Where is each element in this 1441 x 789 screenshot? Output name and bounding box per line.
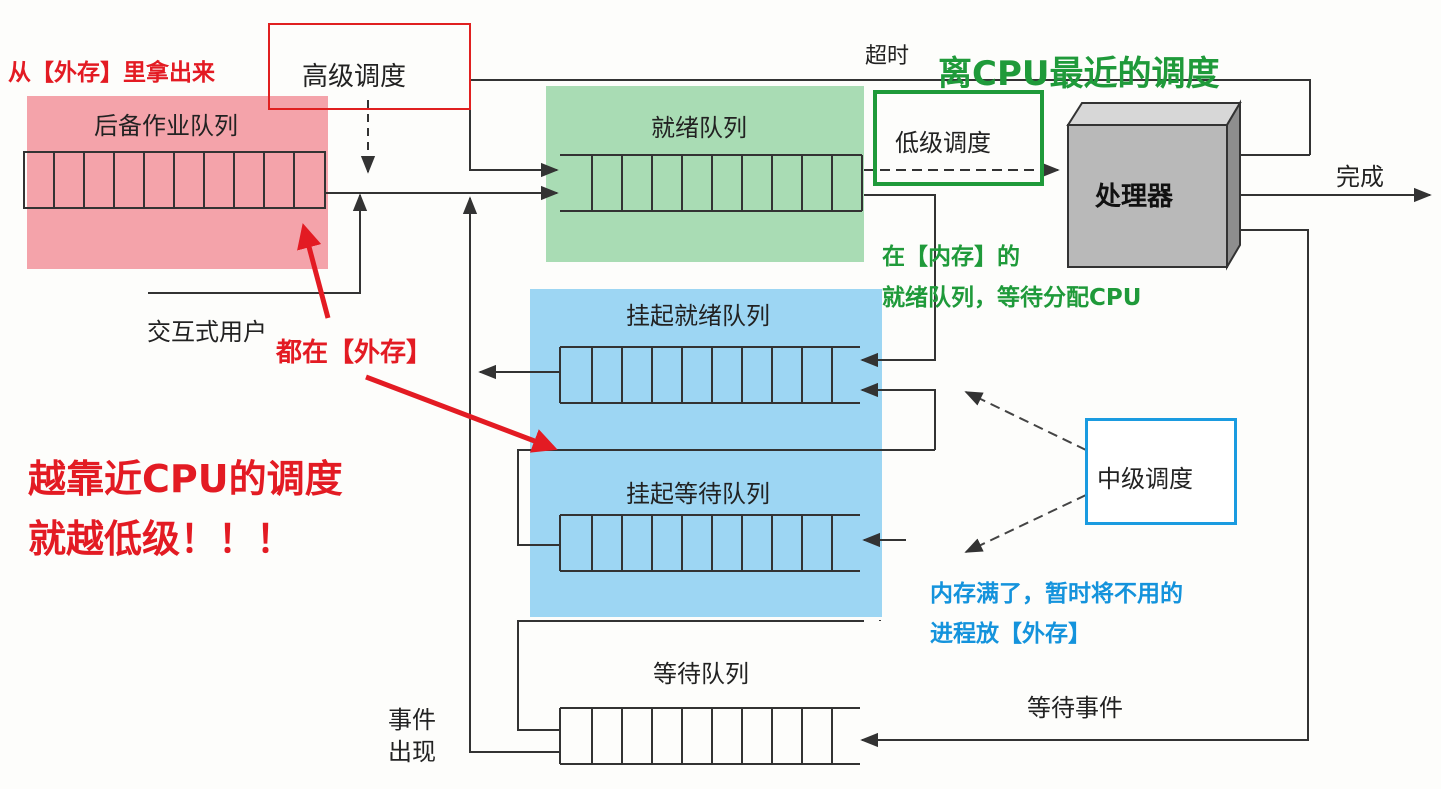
wait-queue-label: 等待队列 (653, 660, 749, 688)
backup-queue-boxes (23, 151, 326, 209)
note-in-memory-2: 就绪队列，等待分配CPU (882, 285, 1142, 311)
high-level-label: 高级调度 (302, 62, 407, 92)
done-label: 完成 (1336, 163, 1384, 191)
suspended-ready-queue-boxes (559, 346, 860, 404)
note-closer-cpu-1: 越靠近CPU的调度 (28, 457, 343, 501)
timeout-label: 超时 (865, 44, 910, 69)
note-from-external: 从【外存】里拿出来 (8, 60, 215, 86)
low-level-label: 低级调度 (895, 129, 991, 157)
processor-box (1066, 99, 1242, 271)
interactive-user-label: 交互式用户 (147, 318, 267, 346)
note-all-external: 都在【外存】 (276, 338, 433, 368)
suspended-region (530, 289, 882, 617)
ready-queue-label: 就绪队列 (651, 114, 747, 142)
note-mem-full-1: 内存满了，暂时将不用的 (930, 581, 1183, 607)
wait-queue-boxes (559, 707, 860, 765)
mid-level-box (1085, 418, 1237, 525)
backup-queue-region (27, 96, 328, 269)
event-occur-label-2: 出现 (388, 738, 436, 766)
note-mem-full-2: 进程放【外存】 (930, 621, 1091, 647)
ready-queue-region (546, 86, 864, 262)
mid-level-label: 中级调度 (1097, 465, 1193, 493)
suspended-ready-label: 挂起就绪队列 (626, 302, 770, 330)
note-nearest-cpu: 离CPU最近的调度 (938, 54, 1220, 94)
low-level-box (873, 90, 1044, 186)
ready-queue-boxes (560, 154, 863, 212)
event-occur-label-1: 事件 (388, 706, 436, 734)
high-level-box (268, 23, 471, 110)
processor-label: 处理器 (1095, 182, 1174, 212)
note-closer-cpu-2: 就越低级！！！ (28, 517, 295, 561)
note-in-memory-1: 在【内存】的 (882, 244, 1020, 270)
suspended-wait-queue-boxes (559, 514, 860, 572)
wait-event-label: 等待事件 (1027, 694, 1123, 722)
suspended-wait-label: 挂起等待队列 (626, 480, 770, 508)
backup-queue-label: 后备作业队列 (94, 112, 238, 140)
